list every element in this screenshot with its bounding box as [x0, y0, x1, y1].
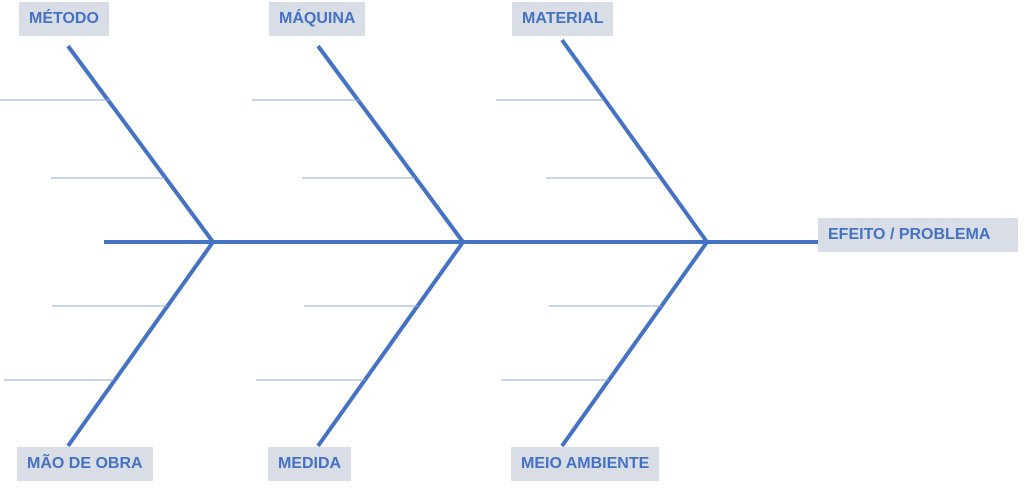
bone-mao-de-obra — [66, 240, 215, 448]
category-label-medida: MEDIDA — [268, 447, 352, 481]
bone-maquina — [316, 44, 465, 244]
category-label-material: MATERIAL — [512, 2, 614, 36]
category-label-mao-de-obra: MÃO DE OBRA — [17, 447, 153, 481]
category-label-meio-ambiente: MEIO AMBIENTE — [511, 447, 660, 481]
bone-metodo — [66, 44, 215, 244]
effect-label: EFEITO / PROBLEMA — [818, 218, 1018, 252]
bone-medida — [316, 240, 465, 448]
bone-material — [560, 38, 709, 244]
category-label-metodo: MÉTODO — [19, 2, 109, 36]
category-label-maquina: MÁQUINA — [269, 2, 366, 36]
bone-meio-ambiente — [560, 240, 709, 448]
